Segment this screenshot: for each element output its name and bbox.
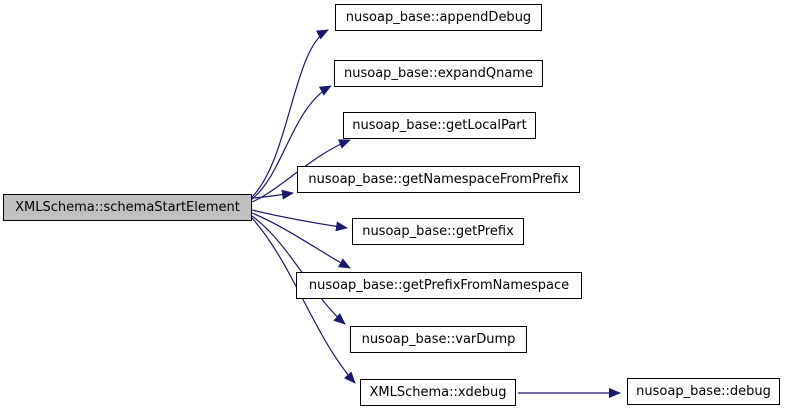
node-nusoap-base-getlocalpart[interactable]: nusoap_base::getLocalPart — [343, 112, 536, 139]
node-nusoap-base-getnamespacefromprefix[interactable]: nusoap_base::getNamespaceFromPrefix — [297, 166, 580, 193]
edge-root-getprefixfromnamespace — [251, 212, 351, 269]
edge-root-getnamespacefromprefix — [251, 189, 294, 200]
node-nusoap-base-getprefix[interactable]: nusoap_base::getPrefix — [352, 218, 524, 245]
edge-root-getprefix — [251, 209, 348, 232]
node-xmlschema-xdebug[interactable]: XMLSchema::xdebug — [360, 379, 516, 406]
edge-root-appenddebug — [251, 29, 329, 198]
edge-root-vardump — [251, 215, 346, 325]
node-nusoap-base-getprefixfromnamespace[interactable]: nusoap_base::getPrefixFromNamespace — [296, 272, 582, 299]
node-nusoap-base-debug[interactable]: nusoap_base::debug — [627, 378, 780, 405]
node-xmlschema-schemastartelement[interactable]: XMLSchema::schemaStartElement — [3, 194, 252, 221]
edge-root-expandqname — [251, 85, 332, 200]
node-nusoap-base-appenddebug[interactable]: nusoap_base::appendDebug — [335, 4, 542, 31]
node-nusoap-base-expandqname[interactable]: nusoap_base::expandQname — [334, 60, 543, 87]
node-nusoap-base-vardump[interactable]: nusoap_base::varDump — [350, 326, 527, 353]
edge-root-xdebug — [251, 217, 356, 384]
